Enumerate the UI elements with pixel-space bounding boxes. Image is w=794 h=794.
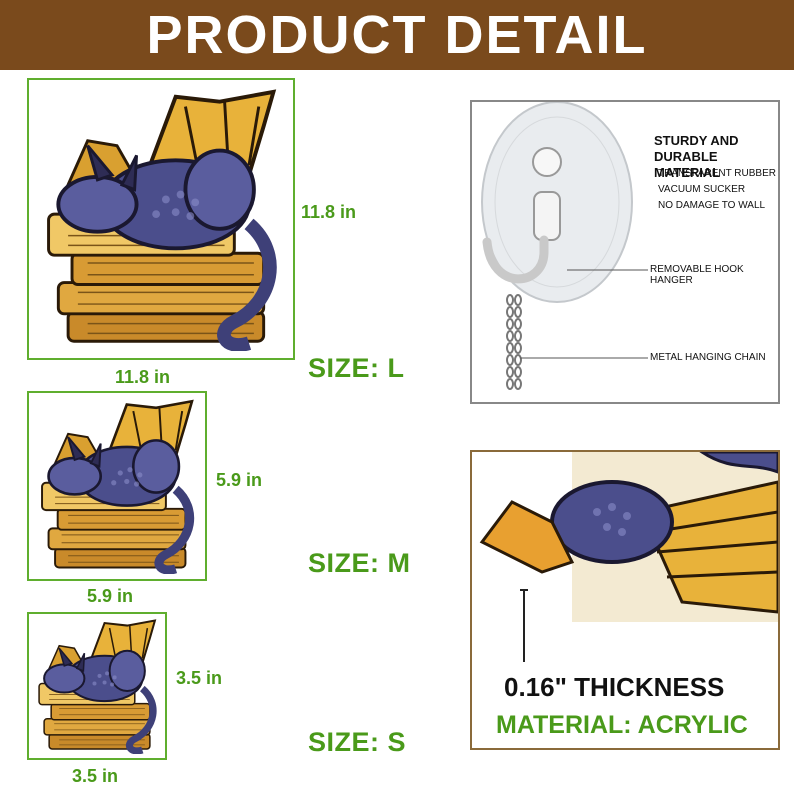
page-title: PRODUCT DETAIL [146,5,648,65]
size-s-width: 3.5 in [72,766,119,786]
hanger-sub-3: NO DAMAGE TO WALL [658,200,766,211]
size-l-image-frame [27,78,295,360]
size-s-height: 3.5 in [176,668,223,688]
size-m-width: 5.9 in [87,586,134,606]
dragon-on-books-art [29,393,205,579]
hanger-heading-2: DURABLE MATERIAL [654,149,721,180]
hook-label: REMOVABLE HOOK HANGER [650,264,744,286]
size-m-label: SIZE: M [308,548,411,578]
hanger-detail-box: STURDY AND DURABLE MATERIAL TRANSPARENT … [470,100,780,404]
size-s-label: SIZE: S [308,727,407,757]
hanger-sub-1: TRANSPARENT RUBBER [658,168,776,179]
size-l-width: 11.8 in [115,367,171,387]
size-l-label: SIZE: L [308,353,405,383]
size-l-height: 11.8 in [301,202,357,222]
material-label: MATERIAL: ACRYLIC [496,711,748,739]
chain-icon [506,294,522,390]
size-s-image-frame [27,612,167,760]
dragon-closeup-art [479,452,778,662]
thickness-label: 0.16" THICKNESS [504,672,725,702]
dragon-on-books-art [29,80,293,358]
chain-label: METAL HANGING CHAIN [650,352,766,363]
size-m-image-frame [27,391,207,581]
suction-cup-hook-icon [481,102,648,390]
size-m-height: 5.9 in [216,470,263,490]
hanger-heading-1: STURDY AND [654,133,739,148]
header-banner: PRODUCT DETAIL [0,0,794,70]
material-detail-box: 0.16" THICKNESS MATERIAL: ACRYLIC [470,450,780,750]
dragon-on-books-art [29,614,165,758]
hanger-sub-2: VACUUM SUCKER [658,184,746,195]
